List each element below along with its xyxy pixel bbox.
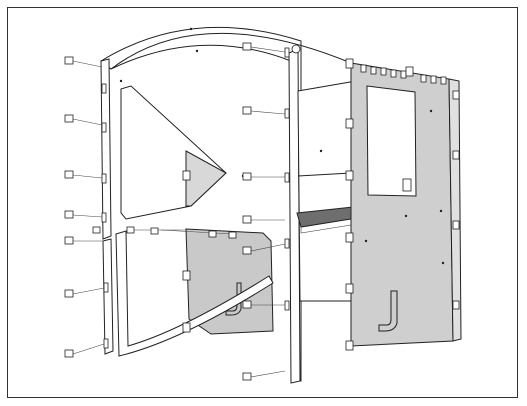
right-side-rim xyxy=(448,78,462,342)
lower-front-curved-panel xyxy=(115,230,274,357)
window-latch xyxy=(402,178,412,192)
figure-frame xyxy=(7,7,518,398)
barrel-nut-icon xyxy=(92,42,252,381)
left-side-lower-panel xyxy=(102,238,114,355)
side-panel-arc xyxy=(110,32,352,70)
exploded-assembly-drawing xyxy=(64,26,462,384)
right-panel-handle-slot xyxy=(378,290,398,332)
left-panel-slots xyxy=(101,83,109,349)
leader-lines xyxy=(72,46,286,378)
center-post-slots xyxy=(284,47,290,311)
right-rim-slots xyxy=(420,74,447,85)
bolt-icon xyxy=(64,56,74,358)
sail-window-panel xyxy=(120,85,227,220)
post-top-knob xyxy=(291,44,301,54)
panel-brackets xyxy=(182,58,414,351)
right-edge-brackets xyxy=(452,90,460,310)
lower-left-handle-slot xyxy=(225,282,242,316)
inner-back-edge xyxy=(297,172,352,177)
right-panel-top-slots xyxy=(360,64,407,79)
inner-back-board xyxy=(297,80,359,302)
right-panel-window xyxy=(366,85,417,197)
sail-shading xyxy=(185,150,227,207)
